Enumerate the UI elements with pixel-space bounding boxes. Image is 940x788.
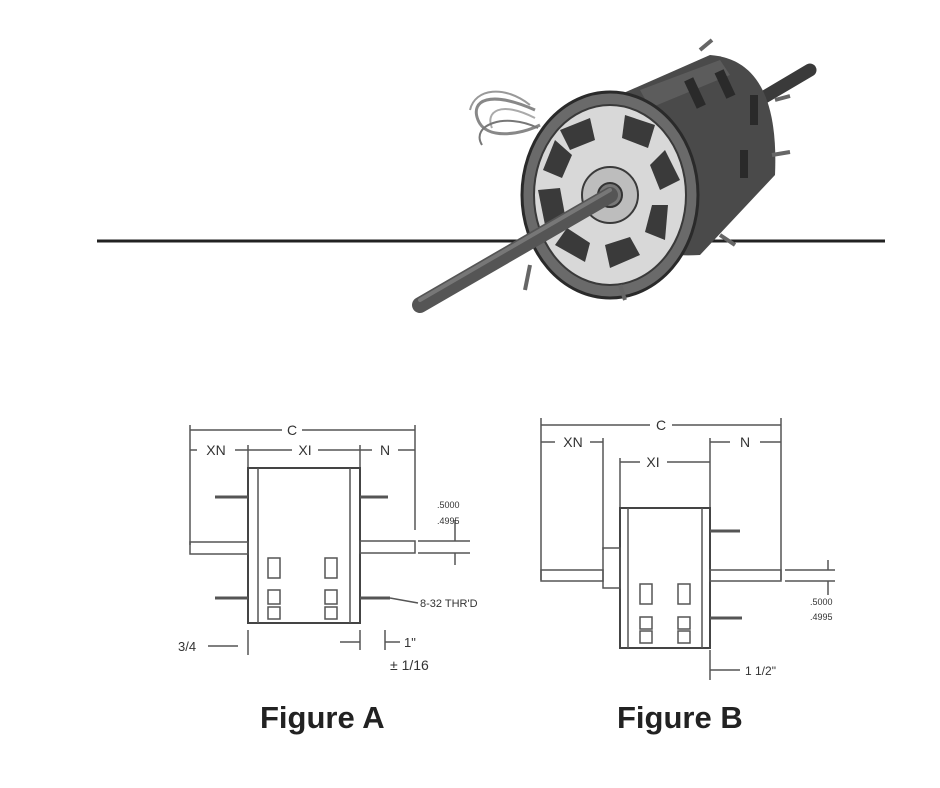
fig-b-dim-n: N xyxy=(740,434,750,450)
figure-a-caption: Figure A xyxy=(260,700,385,735)
fig-a-shaft-dia-top: .5000 xyxy=(437,500,460,510)
fig-a-dim-xn: XN xyxy=(206,442,225,458)
fig-a-dim-n: N xyxy=(380,442,390,458)
fig-a-foot-tol: ± 1/16 xyxy=(390,657,429,673)
fig-a-foot-right: 1" xyxy=(404,635,416,650)
figure-b-drawing xyxy=(540,418,835,680)
figure-b-caption: Figure B xyxy=(617,700,743,735)
fig-b-foot-right: 1 1/2" xyxy=(745,664,776,678)
fig-b-dim-xi: XI xyxy=(646,454,659,470)
fig-b-shaft-dia-bottom: .4995 xyxy=(810,612,833,622)
figure-a-drawing xyxy=(189,425,470,655)
fig-a-foot-left: 3/4 xyxy=(178,639,196,654)
fig-a-shaft-dia-bottom: .4995 xyxy=(437,516,460,526)
fig-b-dim-c: C xyxy=(656,417,666,433)
fig-a-dim-c: C xyxy=(287,422,297,438)
figure-b-labels: C XN XI N .5000 .4995 1 1/2" xyxy=(563,417,832,678)
motor-photo xyxy=(412,38,817,313)
fig-a-dim-xi: XI xyxy=(298,442,311,458)
figure-a-labels: C XN XI N .5000 .4995 8-32 THR'D 3/4 1" … xyxy=(178,422,478,673)
fig-b-shaft-dia-top: .5000 xyxy=(810,597,833,607)
fig-b-dim-xn: XN xyxy=(563,434,582,450)
fig-a-thread-label: 8-32 THR'D xyxy=(420,598,478,610)
